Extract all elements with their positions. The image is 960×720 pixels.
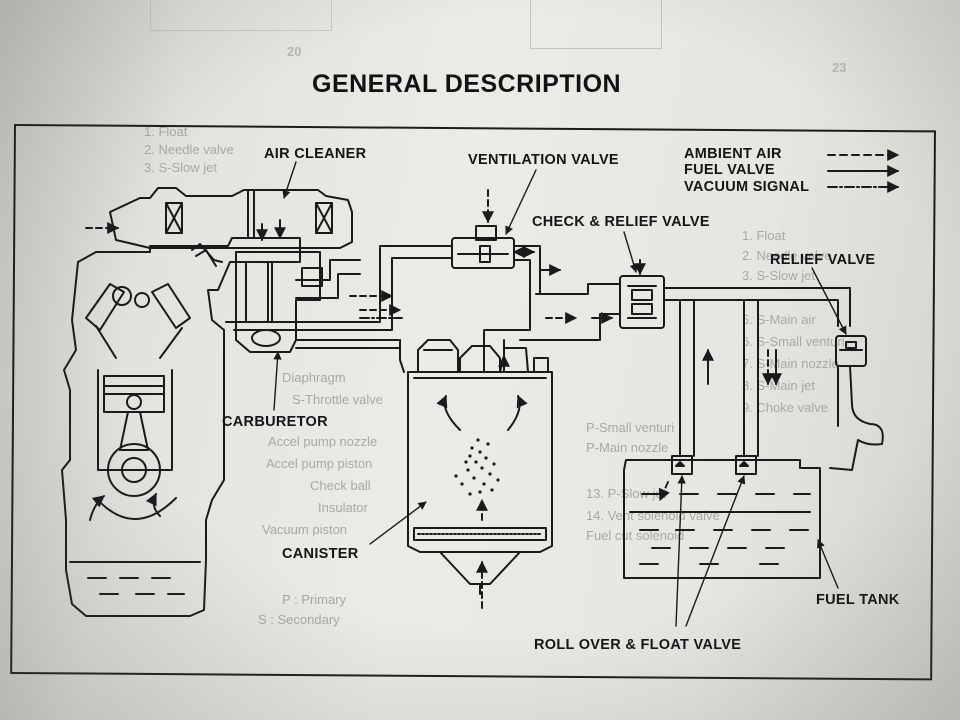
bleed-list-item: Accel pump piston <box>266 456 373 471</box>
bleed-page-number: 23 <box>832 60 847 75</box>
label-carburetor: CARBURETOR <box>222 414 328 430</box>
bleed-list-item: Check ball <box>310 478 371 493</box>
leader-lines <box>273 161 847 627</box>
legend-vacuum-signal: VACUUM SIGNAL <box>684 179 810 195</box>
legend-fuel-valve: FUEL VALVE <box>684 162 775 178</box>
hose-lines <box>225 245 453 373</box>
bleed-legend: P : Primary <box>282 592 347 607</box>
bleed-list-item: P-Main nozzle <box>586 440 669 455</box>
charcoal-particles <box>454 438 500 496</box>
bleed-list-item: 6. S-Small venturi <box>742 334 845 349</box>
bleed-page-number: 20 <box>287 44 302 59</box>
bleed-list-item: Insulator <box>318 500 368 515</box>
legend-arrows <box>827 149 900 193</box>
bleed-legend: S : Secondary <box>258 612 340 627</box>
label-roll-over-float-valve: ROLL OVER & FLOAT VALVE <box>534 637 742 653</box>
legend-ambient-air: AMBIENT AIR <box>684 146 782 162</box>
bleed-list-item: 5. S-Main air <box>742 312 816 327</box>
bleed-list-item: 1. Float <box>742 228 786 243</box>
bleed-through-area: 20 23 <box>0 0 960 75</box>
page-title: GENERAL DESCRIPTION <box>312 70 622 98</box>
relief-valve <box>829 335 884 471</box>
fuel-tank <box>623 455 821 579</box>
bleed-list-item: 3. S-Slow jet <box>144 160 217 175</box>
bleed-list-item: 7. S-Main nozzle <box>742 356 839 371</box>
bleed-list-item: 13. P-Slow jet <box>586 486 667 501</box>
bleed-through-box <box>150 0 332 31</box>
canister <box>407 339 553 609</box>
bleed-list-item: Fuel cut solenoid <box>586 528 685 543</box>
label-air-cleaner: AIR CLEANER <box>264 146 367 162</box>
label-ventilation-valve: VENTILATION VALVE <box>468 152 619 168</box>
check-relief-valve <box>619 259 665 329</box>
label-relief-valve: RELIEF VALVE <box>770 252 876 268</box>
bleed-list-item: 3. S-Slow jet <box>742 268 815 283</box>
bleed-list-item: 2. Needle valve <box>144 142 234 157</box>
label-check-relief-valve: CHECK & RELIEF VALVE <box>532 214 710 230</box>
bleed-list-item: 2. Needle valve <box>742 248 832 263</box>
engine-assembly <box>61 187 353 617</box>
label-canister: CANISTER <box>282 546 359 562</box>
ventilation-valve <box>451 189 562 301</box>
bleed-list-item: Vacuum piston <box>262 522 348 537</box>
bleed-list-item: S-Throttle valve <box>292 392 384 407</box>
bleed-through-box <box>530 0 662 49</box>
bleed-list-item: Diaphragm <box>282 370 346 385</box>
bleed-list-item: 8. S-Main jet <box>742 378 815 393</box>
bleed-list-item: Accel pump nozzle <box>268 434 378 449</box>
label-fuel-tank: FUEL TANK <box>816 592 900 608</box>
bleed-list-item: P-Small venturi <box>586 420 675 435</box>
tank-piping <box>591 287 851 457</box>
bleed-list-item: 9. Choke valve <box>742 400 828 415</box>
bleed-list-item: 1. Float <box>144 124 188 139</box>
